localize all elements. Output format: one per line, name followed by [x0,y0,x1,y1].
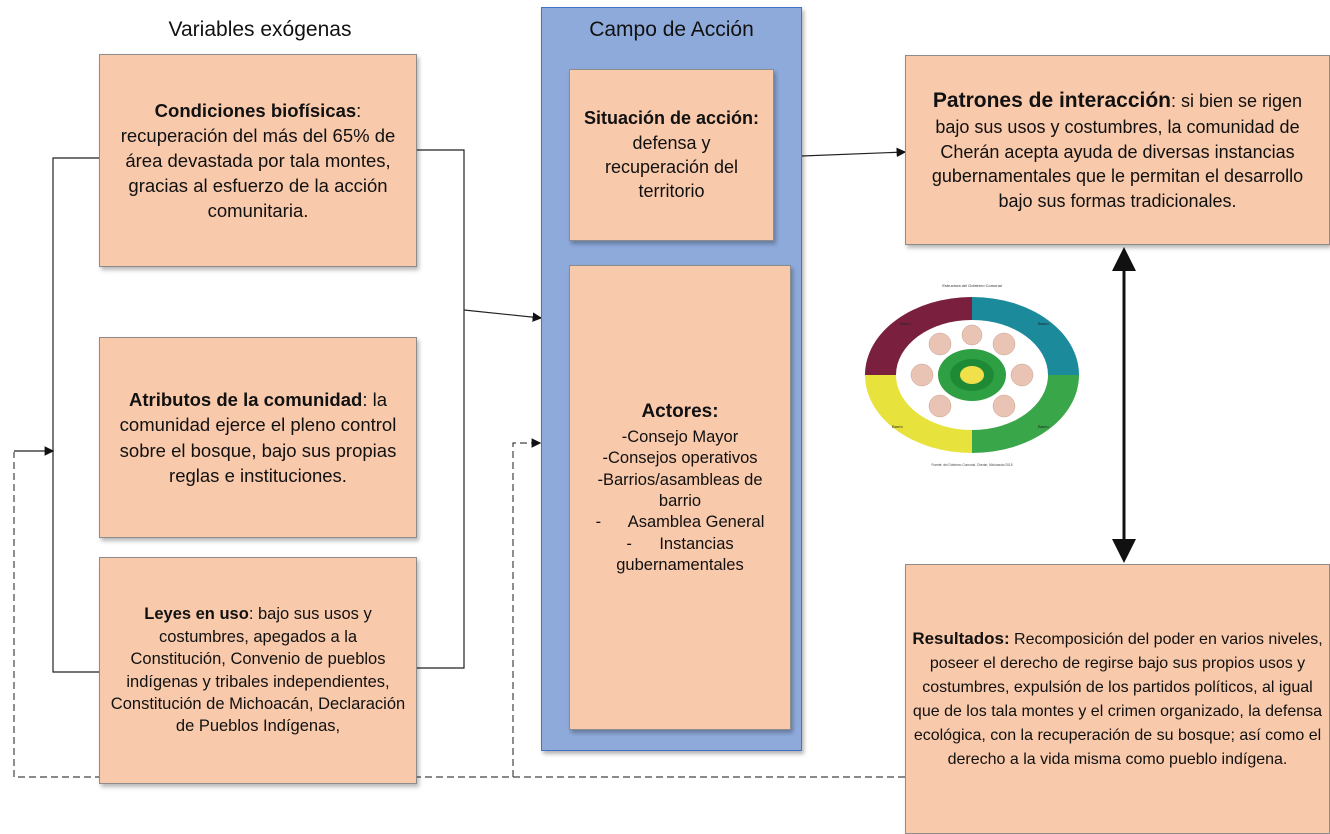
gobierno-comunal-diagram: Estructura del Gobierno Comunal Barrio B… [865,283,1079,467]
gov-node [992,394,1016,418]
gov-node [928,332,952,356]
actor-item: -Consejo Mayor [621,427,739,446]
resultados-box: Resultados: Recomposición del poder en v… [905,564,1330,834]
situacion-box: Situación de acción: defensa y recuperac… [569,69,774,241]
gov-title: Estructura del Gobierno Comunal [942,283,1001,288]
gov-caption: Fuente: del Gobierno Comunal. Cherán, Mi… [932,463,1013,467]
atributos-title: Atributos de la comunidad [128,389,363,411]
patrones-text: : si bien se rigen bajo sus usos y costu… [931,90,1304,211]
resultados-text: Recomposición del poder en varios nivele… [912,631,1323,768]
feedback-dashed-loop [13,452,905,778]
variables-heading: Variables exógenas [168,18,352,41]
patrones-title: Patrones de interacción [932,88,1171,112]
actor-item: -Consejos operativos [602,449,758,468]
bracket-to-campo-arrow [463,309,543,322]
gov-quadrant-label: Barrio [900,321,911,326]
situacion-text: defensa y recuperación del territorio [604,132,739,202]
gov-node [910,363,934,387]
leyes-title: Leyes en uso [144,605,249,624]
gov-quadrant-label: Barrio [892,424,903,429]
gov-node [928,394,952,418]
leyes-box: Leyes en uso: bajo sus usos y costumbres… [99,557,417,784]
atributos-box: Atributos de la comunidad: la comunidad … [99,337,417,538]
right-bracket [417,149,465,669]
campo-heading: Campo de Acción [589,18,754,41]
gov-core [960,366,984,384]
gov-node [992,332,1016,356]
gov-quadrant-labels: Barrio Barrio Barrio Barrio [892,321,1049,429]
atributos-text: : la comunidad ejerce el pleno control s… [119,389,397,486]
feedback-dashed-campo [512,438,542,777]
gov-node [1010,363,1034,387]
gov-quadrant-label: Barrio [1038,424,1049,429]
patrones-box: Patrones de interacción: si bien se rige… [905,55,1330,245]
actor-item: -Barrios/asambleas de barrio [597,470,763,510]
campo-to-patrones-arrow [801,147,907,158]
condiciones-title: Condiciones biofísicas [154,99,357,121]
leyes-text: : bajo sus usos y costumbres, apegados a… [110,605,406,736]
resultados-title: Resultados: [912,629,1010,648]
actores-box: Actores: -Consejo Mayor -Consejos operat… [569,265,791,730]
actores-title: Actores: [641,401,719,422]
condiciones-box: Condiciones biofísicas: recuperación del… [99,54,417,267]
actor-item: - Instancias gubernamentales [616,534,744,575]
gov-node [961,324,983,346]
condiciones-text: : recuperación del más del 65% de área d… [120,99,396,222]
situacion-title: Situación de acción: [583,108,760,129]
left-bracket [52,157,99,673]
actor-item: - Asamblea General [595,513,765,532]
gov-nodes [910,324,1034,418]
gov-quadrant-label: Barrio [1038,321,1049,326]
